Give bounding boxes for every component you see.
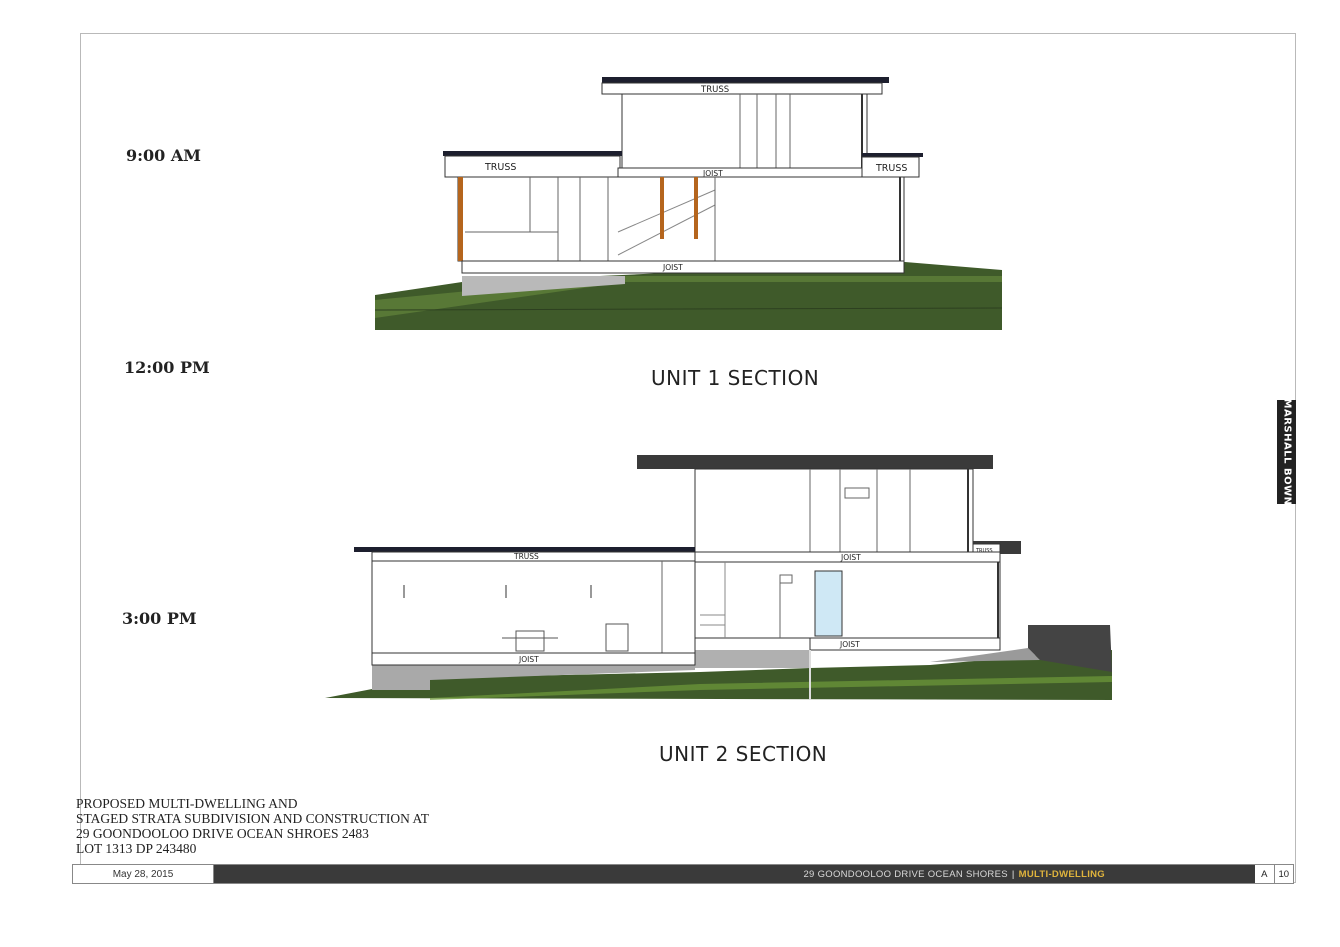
unit2-upper-roof [637, 455, 993, 469]
unit1-lower-storey [457, 176, 905, 262]
unit2-glass-door [814, 570, 843, 637]
unit2-label-joist-right: JOIST [839, 640, 860, 649]
title-block-footer: May 28, 2015 29 GOONDOOLOO DRIVE OCEAN S… [72, 864, 1294, 884]
unit1-label-joist-mid: JOIST [702, 169, 723, 178]
unit1-label-truss-left: TRUSS [484, 162, 516, 173]
unit1-section-title: UNIT 1 SECTION [651, 366, 820, 390]
unit2-section-title: UNIT 2 SECTION [659, 742, 828, 766]
project-line-3: 29 GOONDOOLOO DRIVE OCEAN SHROES 2483 [76, 826, 369, 841]
unit1-slab-fill [462, 276, 625, 296]
footer-address: 29 GOONDOOLOO DRIVE OCEAN SHORES [803, 868, 1008, 880]
project-line-4: LOT 1313 DP 243480 [76, 841, 197, 856]
unit2-label-joist-upper: JOIST [840, 553, 861, 562]
project-line-1: PROPOSED MULTI-DWELLING AND [76, 796, 298, 811]
time-label-9am: 9:00 AM [126, 146, 201, 165]
unit2-lower-storey-right [694, 561, 1001, 639]
unit2-label-truss-right: TRUSS [975, 548, 993, 554]
project-line-2: STAGED STRATA SUBDIVISION AND CONSTRUCTI… [76, 811, 429, 826]
project-description: PROPOSED MULTI-DWELLING AND STAGED STRAT… [76, 796, 429, 856]
time-label-3pm: 3:00 PM [122, 609, 197, 628]
unit1-label-truss-top: TRUSS [700, 85, 729, 95]
unit1-upper-roof [602, 77, 889, 83]
unit2-label-truss-left: TRUSS [513, 552, 539, 561]
unit1-label-joist-bottom: JOIST [662, 263, 683, 272]
unit2-ground [325, 650, 1112, 700]
unit1-upper-storey [621, 93, 868, 169]
unit1-right-roof [862, 153, 923, 157]
sheet-number: 10 [1273, 865, 1294, 883]
marshall-bown-side-tab: MARSHALL BOWN [1277, 398, 1296, 506]
unit2-retaining-wall [1028, 625, 1112, 672]
sheet-number-box: A 10 [1255, 865, 1293, 883]
unit1-label-truss-right: TRUSS [875, 163, 907, 174]
footer-bar: 29 GOONDOOLOO DRIVE OCEAN SHORES | MULTI… [214, 865, 1255, 883]
footer-date: May 28, 2015 [73, 865, 214, 883]
side-tab-label: MARSHALL BOWN [1281, 398, 1292, 506]
footer-separator: | [1011, 868, 1015, 880]
unit2-grass-strip [430, 676, 1112, 700]
unit2-upper-storey [694, 468, 974, 553]
unit2-label-joist-left: JOIST [518, 655, 539, 664]
time-label-12pm: 12:00 PM [124, 358, 210, 377]
unit1-left-roof [443, 151, 622, 156]
unit2-lower-storey-left [371, 560, 696, 654]
unit2-left-roof [354, 547, 695, 552]
sheet-letter: A [1261, 868, 1268, 880]
footer-project-type: MULTI-DWELLING [1018, 868, 1105, 880]
